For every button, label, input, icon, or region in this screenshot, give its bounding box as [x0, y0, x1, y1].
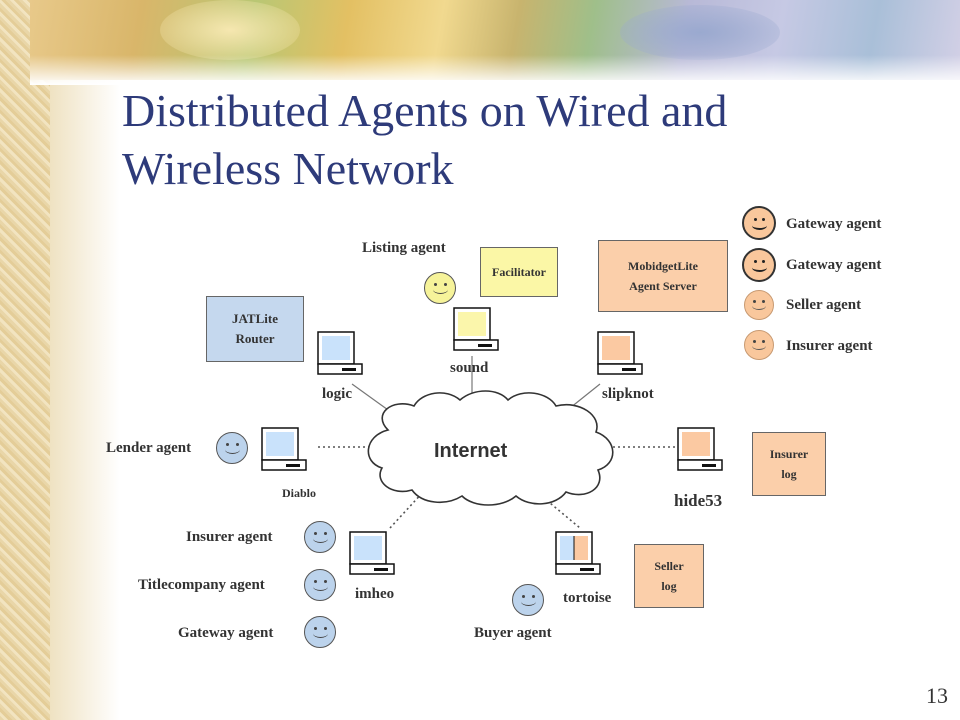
lender-agent-face-icon	[216, 432, 248, 464]
seller-agent-legend-icon	[744, 290, 774, 320]
lender-agent-label: Lender agent	[106, 440, 192, 456]
banner-highlight	[160, 0, 300, 60]
computer-imheo	[349, 531, 395, 575]
buyer-agent-face-icon	[512, 584, 544, 616]
computer-label-sound: sound	[450, 360, 489, 376]
left-texture-strip	[0, 0, 50, 720]
computer-logic	[317, 331, 363, 375]
legend-label-seller: Seller agent	[786, 297, 862, 313]
buyer-agent-label: Buyer agent	[474, 625, 552, 641]
computer-label-diablo: Diablo	[282, 486, 317, 500]
banner-fade	[30, 55, 960, 85]
internet-cloud	[367, 390, 614, 506]
banner-highlight	[620, 5, 780, 60]
listing-agent-face-icon	[424, 272, 456, 304]
titlecompany-agent-label: Titlecompany agent	[138, 577, 265, 593]
legend-label-gateway-2: Gateway agent	[786, 257, 882, 273]
computer-label-hide53: hide53	[674, 491, 723, 510]
gateway-agent-label: Gateway agent	[178, 625, 274, 641]
jatlite-label: JATLite	[232, 311, 278, 326]
page-number: 13	[926, 683, 948, 708]
internet-label: Internet	[434, 440, 508, 462]
log-label: log	[661, 579, 677, 593]
computer-tortoise	[555, 531, 601, 575]
computer-sound	[453, 307, 499, 351]
listing-agent-label: Listing agent	[362, 240, 446, 256]
legend-label-insurer: Insurer agent	[786, 338, 873, 354]
mobidgetlite-label: MobidgetLite	[628, 259, 698, 273]
log-label: log	[781, 467, 797, 481]
computer-slipknot	[597, 331, 643, 375]
gateway-agent-legend-icon	[742, 206, 776, 240]
left-gradient-shade	[50, 60, 120, 720]
seller-log-box: Seller log	[634, 544, 704, 608]
computer-label-logic: logic	[322, 386, 352, 402]
facilitator-label: Facilitator	[492, 265, 546, 279]
insurer-log-label: Insurer	[769, 447, 809, 461]
gateway-agent-face-icon	[304, 616, 336, 648]
insurer-agent-face-icon	[304, 521, 336, 553]
computer-label-slipknot: slipknot	[602, 386, 654, 402]
router-label: Router	[235, 331, 275, 346]
insurer-agent-legend-icon	[744, 330, 774, 360]
legend: Gateway agent Gateway agent Seller agent…	[742, 204, 952, 364]
insurer-agent-label: Insurer agent	[186, 529, 273, 545]
mobidgetlite-server-box: MobidgetLite Agent Server	[598, 240, 728, 312]
gateway-agent-legend-icon	[742, 248, 776, 282]
computer-hide53	[677, 427, 723, 471]
link-tortoise	[519, 477, 581, 529]
slide-title: Distributed Agents on Wired and Wireless…	[122, 85, 728, 194]
agent-server-label: Agent Server	[629, 279, 697, 293]
computer-label-tortoise: tortoise	[563, 590, 612, 606]
seller-log-label: Seller	[654, 559, 684, 573]
insurer-log-box: Insurer log	[752, 432, 826, 496]
facilitator-box: Facilitator	[480, 247, 558, 297]
titlecompany-agent-face-icon	[304, 569, 336, 601]
legend-label-gateway-1: Gateway agent	[786, 216, 882, 232]
jatlite-router-box: JATLite Router	[206, 296, 304, 362]
computer-diablo	[261, 427, 307, 471]
computer-label-imheo: imheo	[355, 586, 395, 602]
